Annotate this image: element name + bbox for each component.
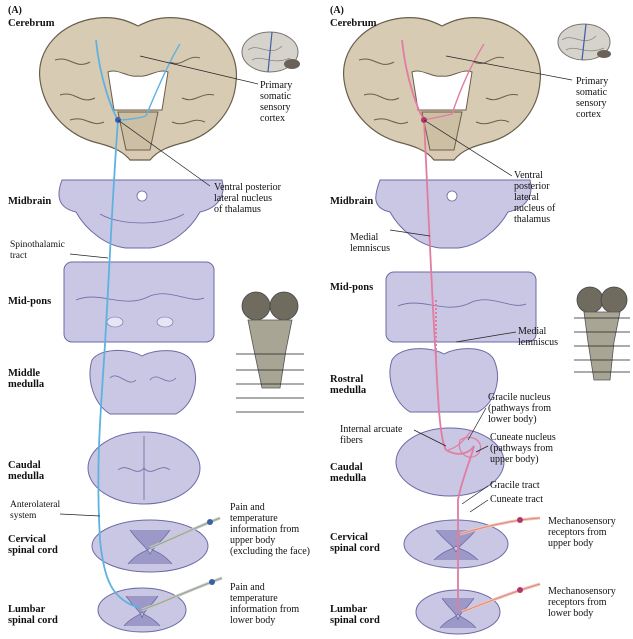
right-brainstem-thumbnail: [574, 286, 630, 381]
right-level-cerebrum: Cerebrum: [330, 18, 377, 29]
right-midbrain-section: [375, 179, 532, 249]
right-label-cuneate-tract: Cuneate tract: [490, 494, 544, 505]
right-rostral-medulla-section: [389, 348, 498, 413]
left-ascending-pathway: [95, 39, 141, 609]
left-level-midbrain: Midbrain: [8, 196, 52, 207]
left-brainstem-thumbnail: [236, 291, 304, 413]
left-pons-section: [63, 261, 215, 343]
left-panel-art: [38, 17, 304, 633]
left-middle-medulla-section: [89, 350, 196, 415]
left-level-midpons: Mid-pons: [8, 296, 52, 307]
left-panel-tag: (A): [8, 5, 22, 16]
right-panel-tag: (A): [330, 5, 344, 16]
right-ascending-pathway: [401, 39, 475, 612]
right-caudal-medulla-section: [395, 427, 505, 497]
right-panel-art: [342, 17, 630, 635]
right-level-midpons: Mid-pons: [330, 282, 374, 293]
left-level-cerebrum: Cerebrum: [8, 18, 55, 29]
right-pons-section: [385, 271, 537, 343]
right-level-midbrain: Midbrain: [330, 196, 374, 207]
left-midbrain-section: [58, 179, 224, 249]
right-label-gracile-tract: Gracile tract: [490, 480, 540, 491]
